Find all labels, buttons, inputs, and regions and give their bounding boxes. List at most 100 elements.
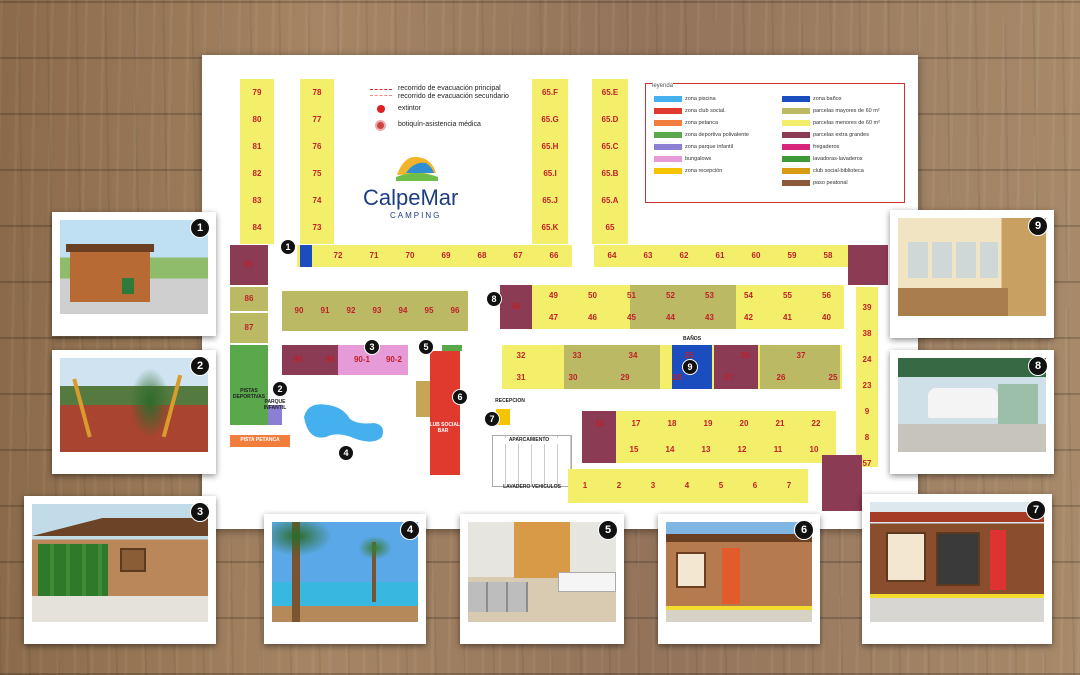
plot-19: 19 bbox=[703, 419, 713, 428]
marker-5[interactable]: 5 bbox=[418, 339, 434, 355]
photo-1-number: 1 bbox=[190, 218, 210, 238]
photo-3[interactable]: 3 bbox=[24, 496, 216, 644]
legend-swatch bbox=[654, 132, 682, 138]
legend-item: zona deportiva polivalente bbox=[654, 132, 749, 138]
legend-label: zona piscina bbox=[685, 96, 716, 102]
legend-swatch bbox=[654, 168, 682, 174]
plot-32: 32 bbox=[516, 351, 526, 360]
plot-39: 39 bbox=[862, 303, 872, 312]
photo-9[interactable]: 9 bbox=[890, 210, 1054, 338]
plot-74: 74 bbox=[312, 195, 322, 205]
plot-69: 69 bbox=[441, 251, 451, 260]
legend-swatch bbox=[654, 96, 682, 102]
plot-65.D: 65.D bbox=[601, 114, 619, 124]
photo-6-number: 6 bbox=[794, 520, 814, 540]
plot-31: 31 bbox=[516, 373, 526, 382]
marker-8[interactable]: 8 bbox=[486, 291, 502, 307]
photo-6[interactable]: 6 bbox=[658, 514, 820, 644]
legend-item: zona parque infantil bbox=[654, 144, 733, 150]
plot-8-9 bbox=[822, 455, 862, 511]
club-social-label: CLUB SOCIAL BAR bbox=[425, 422, 461, 434]
marker-3[interactable]: 3 bbox=[364, 339, 380, 355]
legend-label: paso peatonal bbox=[813, 180, 848, 186]
photo-8-image bbox=[898, 358, 1046, 452]
marker-7[interactable]: 7 bbox=[484, 411, 500, 427]
plot-77: 77 bbox=[312, 114, 322, 124]
photo-7[interactable]: 7 bbox=[862, 494, 1052, 644]
plot-20: 20 bbox=[739, 419, 749, 428]
sports-courts-label: PISTAS DEPORTIVAS bbox=[232, 388, 266, 400]
plot-column-a bbox=[240, 79, 274, 244]
photo-8[interactable]: 8 bbox=[890, 350, 1054, 474]
photo-5[interactable]: 5 bbox=[460, 514, 624, 644]
photo-4-number: 4 bbox=[400, 520, 420, 540]
plot-87: 87 bbox=[230, 313, 268, 343]
marker-4[interactable]: 4 bbox=[338, 445, 354, 461]
plot-94: 94 bbox=[398, 306, 408, 315]
plot-65.J: 65.J bbox=[542, 195, 558, 205]
marker-6[interactable]: 6 bbox=[452, 389, 468, 405]
plot-57 bbox=[848, 245, 888, 285]
legend-label: club social-biblioteca bbox=[813, 168, 864, 174]
bathrooms-label: BAÑOS bbox=[682, 336, 702, 342]
plot-63: 63 bbox=[643, 251, 653, 260]
legend-item: parcelas menores de 60 m² bbox=[782, 120, 880, 126]
plot-28: 28 bbox=[672, 373, 682, 382]
legend-label: bungalows bbox=[685, 156, 712, 162]
legend-swatch bbox=[782, 108, 810, 114]
marker-1[interactable]: 1 bbox=[280, 239, 296, 255]
plot-10: 10 bbox=[809, 445, 819, 454]
plot-95: 95 bbox=[424, 306, 434, 315]
legend-item: parcelas extra grandes bbox=[782, 132, 869, 138]
plot-43: 43 bbox=[705, 313, 714, 322]
plot-27-extra bbox=[714, 345, 758, 389]
plot-14: 14 bbox=[665, 445, 675, 454]
photo-7-image bbox=[870, 502, 1044, 622]
plot-48: 48 bbox=[500, 285, 532, 329]
photo-1[interactable]: 1 bbox=[52, 212, 216, 336]
legend-swatch bbox=[782, 96, 810, 102]
plot-44: 44 bbox=[666, 313, 675, 322]
block-10-22 bbox=[616, 411, 836, 463]
legend-label: zona deportiva polivalente bbox=[685, 132, 749, 138]
plot-86: 86 bbox=[230, 287, 268, 311]
legend-label: zona parque infantil bbox=[685, 144, 734, 150]
plot-93: 93 bbox=[372, 306, 382, 315]
bungalow-block-1 bbox=[282, 345, 338, 375]
legend-label: zona club social. bbox=[685, 108, 726, 114]
plot-5: 5 bbox=[718, 481, 724, 490]
legend-label: parcelas menores de 60 m² bbox=[813, 120, 880, 126]
plot-65.B: 65.B bbox=[601, 168, 619, 178]
plot-52: 52 bbox=[666, 291, 675, 300]
plot-62: 62 bbox=[679, 251, 689, 260]
block-40-56-large bbox=[630, 285, 736, 329]
legend-item: zona petanca bbox=[654, 120, 718, 126]
club-social bbox=[430, 351, 460, 475]
evac-main-label: recorrido de evacuación principal bbox=[398, 85, 501, 92]
legend-label: parcelas mayores de 60 m² bbox=[813, 108, 880, 114]
plot-15: 15 bbox=[629, 445, 639, 454]
legend-item: zona recepción bbox=[654, 168, 722, 174]
plot-65.K: 65.K bbox=[541, 222, 559, 232]
plot-92: 92 bbox=[346, 306, 356, 315]
playground bbox=[268, 405, 282, 425]
plot-16: 16 bbox=[595, 419, 605, 428]
plot-54: 54 bbox=[744, 291, 753, 300]
plot-65.C: 65.C bbox=[601, 141, 619, 151]
reception-label: RECEPCION bbox=[495, 398, 525, 404]
plot-13: 13 bbox=[701, 445, 711, 454]
marker-9[interactable]: 9 bbox=[682, 359, 698, 375]
plot-37: 37 bbox=[796, 351, 806, 360]
photo-8-number: 8 bbox=[1028, 356, 1048, 376]
brand-sub: CAMPING bbox=[390, 211, 442, 220]
plot-45: 45 bbox=[627, 313, 636, 322]
photo-9-number: 9 bbox=[1028, 216, 1048, 236]
photo-3-image bbox=[32, 504, 208, 622]
photo-4[interactable]: 4 bbox=[264, 514, 426, 644]
plot-column-c bbox=[532, 79, 568, 244]
marker-2[interactable]: 2 bbox=[272, 381, 288, 397]
plot-83: 83 bbox=[252, 195, 262, 205]
photo-2[interactable]: 2 bbox=[52, 350, 216, 474]
plot-33: 33 bbox=[572, 351, 582, 360]
